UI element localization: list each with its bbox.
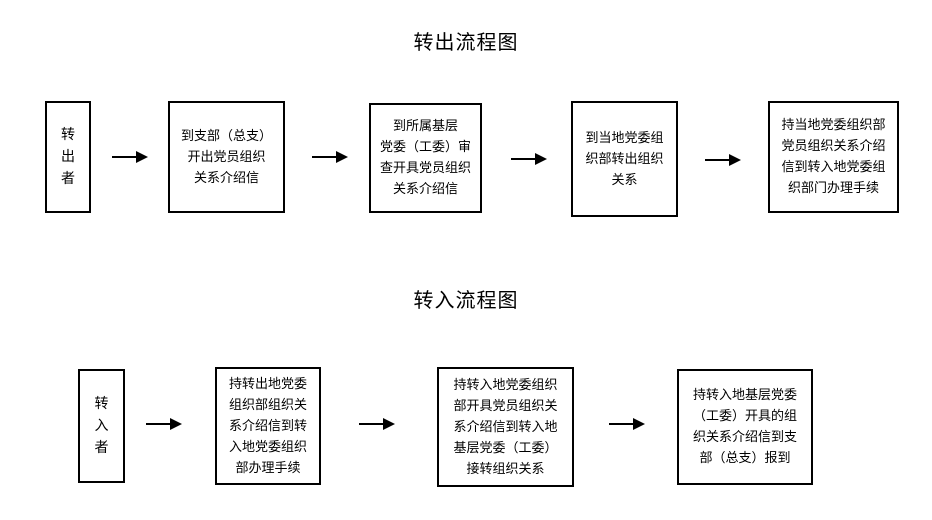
text-line: 持当地党委组织部 <box>781 118 886 133</box>
transfer-in-title: 转入流程图 <box>413 288 519 312</box>
text-line: 开出党员组织 <box>187 149 266 165</box>
text-line: （工委）开具的组 <box>692 409 797 424</box>
text-line: 基层党委（工委） <box>453 440 558 456</box>
arrow-right-icon <box>511 153 547 165</box>
out-step-1: 转出者 <box>45 101 91 213</box>
text-line: 系介绍信到转 <box>228 418 307 434</box>
arrow-right-icon <box>705 154 741 166</box>
text-line: 接转组织关系 <box>466 461 545 477</box>
text-line: 入地党委组织 <box>228 439 307 455</box>
text-line: 党员组织关系介绍 <box>781 139 886 154</box>
text-line: 部开具党员组织关 <box>453 398 558 414</box>
text-line: 党委（工委）审 <box>379 140 471 155</box>
text-line: 部（总支）报到 <box>699 451 791 466</box>
text-line: 织部门办理手续 <box>787 181 879 196</box>
text-line: 组织部组织关 <box>228 397 307 413</box>
arrow-right-icon <box>312 151 348 163</box>
text-line: 关系 <box>611 172 638 188</box>
arrow-right-icon <box>112 151 148 163</box>
text-line: 织关系介绍信到支 <box>692 430 797 445</box>
in-step-3: 持转入地党委组织部开具党员组织关系介绍信到转入地基层党委（工委） 接转组织关系 <box>437 367 574 487</box>
text-line: 者 <box>61 171 75 187</box>
out-step-3: 到所属基层党委（工委）审查开具党员组织关系介绍信 <box>369 103 482 213</box>
out-step-5: 持当地党委组织部党员组织关系介绍信到转入地党委组织部门办理手续 <box>768 101 899 213</box>
transfer-out-title: 转出流程图 <box>413 30 519 54</box>
text-line: 转 <box>94 396 109 412</box>
text-line: 持转出地党委 <box>228 376 307 392</box>
text-line: 织部转出组织 <box>585 151 664 167</box>
arrow-right-icon <box>609 418 645 430</box>
in-step-4: 持转入地基层党委 （工委）开具的组织关系介绍信到支部（总支）报到 <box>677 369 813 485</box>
out-step-4: 到当地党委组织部转出组织关系 <box>571 101 678 217</box>
text-line: 持转入地党委组织 <box>453 377 558 393</box>
out-step-2: 到支部（总支） 开出党员组织关系介绍信 <box>168 101 285 213</box>
arrow-right-icon <box>146 418 182 430</box>
text-line: 查开具党员组织 <box>379 161 471 176</box>
text-line: 到当地党委组 <box>585 130 664 146</box>
text-line: 到支部（总支） <box>180 128 272 144</box>
text-line: 信到转入地党委组 <box>781 160 886 175</box>
text-line: 部办理手续 <box>235 460 301 476</box>
text-line: 出 <box>61 149 75 165</box>
text-line: 转 <box>61 127 75 143</box>
text-line: 者 <box>94 440 109 456</box>
text-line: 入 <box>94 418 109 434</box>
in-step-2: 持转出地党委组织部组织关系介绍信到转入地党委组织部办理手续 <box>215 367 321 485</box>
in-step-1: 转入者 <box>78 369 125 483</box>
text-line: 持转入地基层党委 <box>692 388 797 403</box>
text-line: 系介绍信到转入地 <box>453 419 558 435</box>
text-line: 关系介绍信 <box>392 182 458 197</box>
arrow-right-icon <box>359 418 395 430</box>
text-line: 关系介绍信 <box>193 170 259 186</box>
text-line: 到所属基层 <box>392 119 458 134</box>
